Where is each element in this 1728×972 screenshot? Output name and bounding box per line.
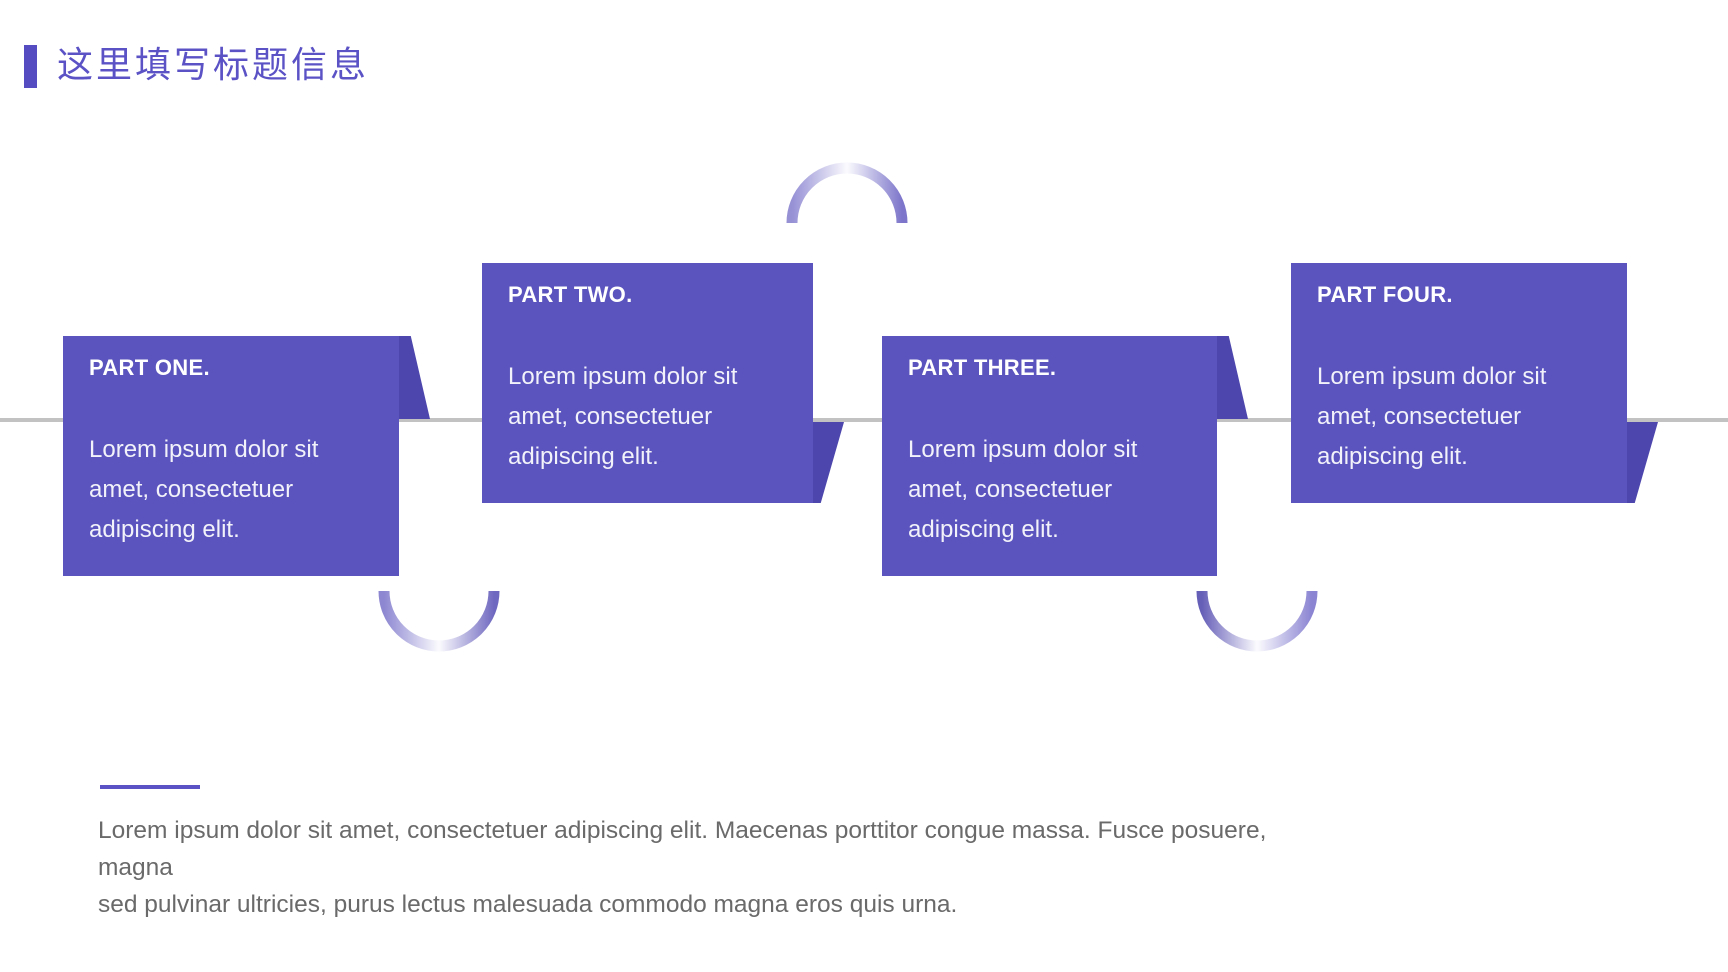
step-label: PART ONE. — [89, 355, 210, 380]
title-accent-bar — [24, 45, 37, 88]
timeline-line — [0, 418, 1728, 422]
connector-arc-bottom-right-icon — [1196, 590, 1318, 652]
connector-arc-bottom-left-icon — [378, 590, 500, 652]
footer-paragraph: Lorem ipsum dolor sit amet, consectetuer… — [98, 817, 1267, 918]
step-label: PART TWO. — [508, 282, 633, 307]
ribbon-fold-part-three — [1217, 336, 1248, 419]
page-title: 这里填写标题信息 — [57, 45, 370, 85]
ribbon-fold-part-four — [1627, 422, 1658, 503]
footer-accent-rule — [100, 785, 200, 789]
ribbon-fold-part-one — [399, 336, 430, 419]
connector-arc-top-icon — [786, 162, 908, 224]
step-label: PART THREE. — [908, 355, 1057, 380]
step-label: PART FOUR. — [1317, 282, 1453, 307]
ribbon-fold-part-two — [813, 422, 844, 503]
